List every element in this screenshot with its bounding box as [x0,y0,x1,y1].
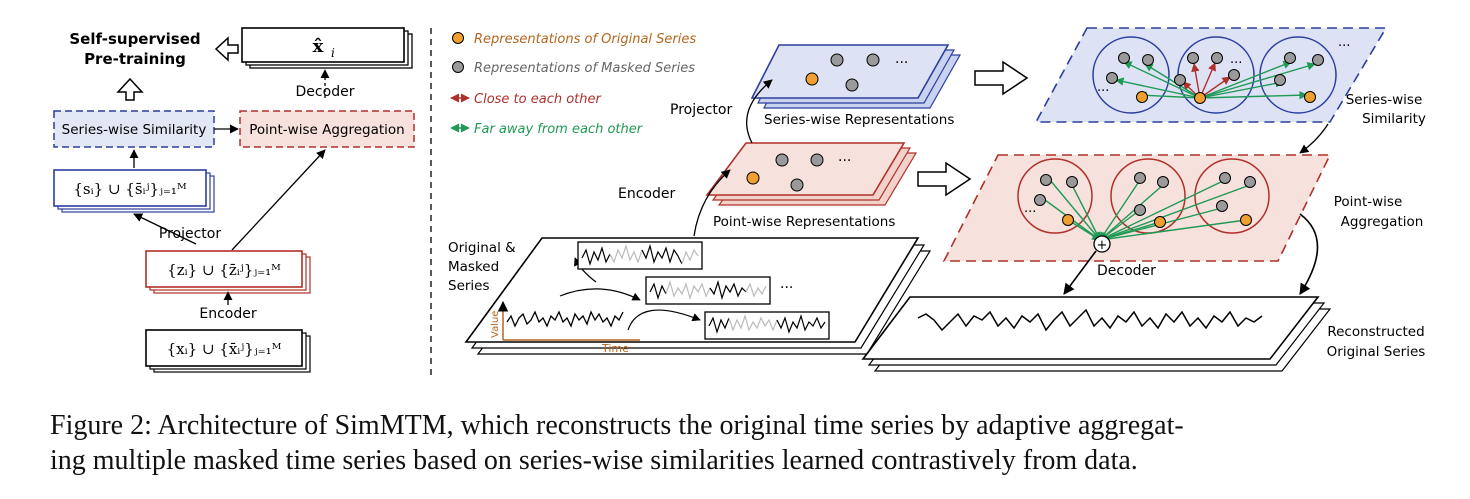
aggregation-ellipsis: ··· [1024,205,1036,220]
input-label-line3: Series [448,278,490,294]
reconstructed-label-line1: Reconstructed [1327,324,1424,340]
caption-line-1: Figure 2: Architecture of SimMTM, which … [50,410,1184,441]
original-series-line [506,310,624,328]
decoder-arrow-right [1063,250,1097,295]
similarity-ellipsis-3: ··· [1338,39,1350,54]
hollow-arrow-right-mid-icon [917,161,972,197]
series-similarity-plane [1034,27,1388,123]
output-subscript: i [331,46,335,60]
hollow-arrow-left-icon [214,36,239,62]
output-stack: x̂ i [241,27,413,69]
pointwise-representations-label: Point-wise Representations [713,214,895,230]
projector-arrow-left [133,213,197,245]
x-set-label: {xᵢ} ∪ {x̄ᵢʲ}ⱼ₌₁ᴹ [167,340,282,358]
masked-ellipsis: ··· [780,280,793,296]
encoder-label-left: Encoder [199,306,256,322]
encoder-arrow-right [693,169,731,237]
gray-dot-icon [452,61,464,73]
aggregation-to-output-arrow [1299,213,1319,295]
mask-arrow-1 [559,288,641,301]
reconstructed-series-line [917,308,1263,332]
masked-series-1 [577,241,703,270]
pointwise-aggregation-label-line1: Point-wise [1334,194,1403,210]
serieswise-ellipsis: ··· [895,55,908,71]
input-label-line1: Original & [448,240,516,256]
decoder-label-right: Decoder [1097,263,1156,279]
serieswise-representations-plane [750,44,962,109]
projector-label-left: Projector [159,226,221,242]
similarity-ellipsis-2: ··· [1230,56,1242,71]
mask-arrow-2 [627,309,701,331]
legend-close: Close to each other [474,92,603,107]
output-symbol: x̂ [313,36,324,57]
mask-arrow-3 [574,257,597,283]
x-set-stack: {xᵢ} ∪ {x̄ᵢʲ}ⱼ₌₁ᴹ [145,329,311,373]
z-to-aggregation-arrow [231,149,326,251]
reconstructed-label-line2: Original Series [1327,344,1426,360]
orange-dot-icon [452,32,464,44]
pointwise-aggregation-label-line2: Aggregation [1341,214,1424,230]
encoder-label-right: Encoder [618,186,675,202]
series-similarity-label-line2: Similarity [1362,111,1426,127]
reconstructed-plane [861,296,1332,372]
aggregation-plus-node [1093,235,1111,253]
legend: Representations of Original Series Repre… [450,32,696,137]
series-similarity-label-line1: Series-wise [1346,92,1423,108]
masked-series-2 [645,276,771,305]
legend-far: Far away from each other [474,122,644,137]
s-set-stack: {sᵢ} ∪ {s̄ᵢʲ}ⱼ₌₁ᴹ [53,169,215,213]
legend-masked: Representations of Masked Series [474,61,695,76]
serieswise-representations-label: Series-wise Representations [764,112,954,128]
pointwise-aggregation-box [239,110,415,148]
left-panel: Self-supervised Pre-training x̂ i Decode… [53,27,415,373]
input-label-line2: Masked [448,259,499,275]
legend-original: Representations of Original Series [474,32,696,47]
pretraining-label-line1: Self-supervised [69,30,200,48]
masked-series-3 [704,311,830,340]
similarity-ellipsis-1: ··· [1097,84,1109,99]
hollow-arrow-up-icon [116,77,144,101]
z-set-stack: {zᵢ} ∪ {z̄ᵢʲ}ⱼ₌₁ᴹ [145,250,311,294]
decoder-label-left: Decoder [296,84,355,100]
pointwise-ellipsis: ··· [838,153,851,169]
z-set-label: {zᵢ} ∪ {z̄ᵢʲ}ⱼ₌₁ᴹ [167,261,281,279]
projector-arrow-right [746,79,773,144]
similarity-to-aggregation-arrow-right [1299,123,1329,154]
series-similarity-box [53,110,215,148]
caption-line-2: ing multiple masked time series based on… [50,445,1138,476]
pointwise-aggregation-box-label: Point-wise Aggregation [249,122,404,138]
figure-caption: Figure 2: Architecture of SimMTM, which … [50,408,1450,478]
hollow-arrow-right-top-icon [974,60,1029,96]
pretraining-label-line2: Pre-training [84,50,186,68]
pointwise-representations-plane [705,142,918,206]
series-similarity-box-label: Series-wise Similarity [62,122,207,138]
value-axis-label: Value [490,311,501,338]
time-axis-label: Time [601,342,629,355]
projector-label-right: Projector [670,102,732,118]
s-set-label: {sᵢ} ∪ {s̄ᵢʲ}ⱼ₌₁ᴹ [73,180,187,198]
aggregation-plus: + [1097,238,1108,253]
pointwise-aggregation-plane [942,154,1332,262]
